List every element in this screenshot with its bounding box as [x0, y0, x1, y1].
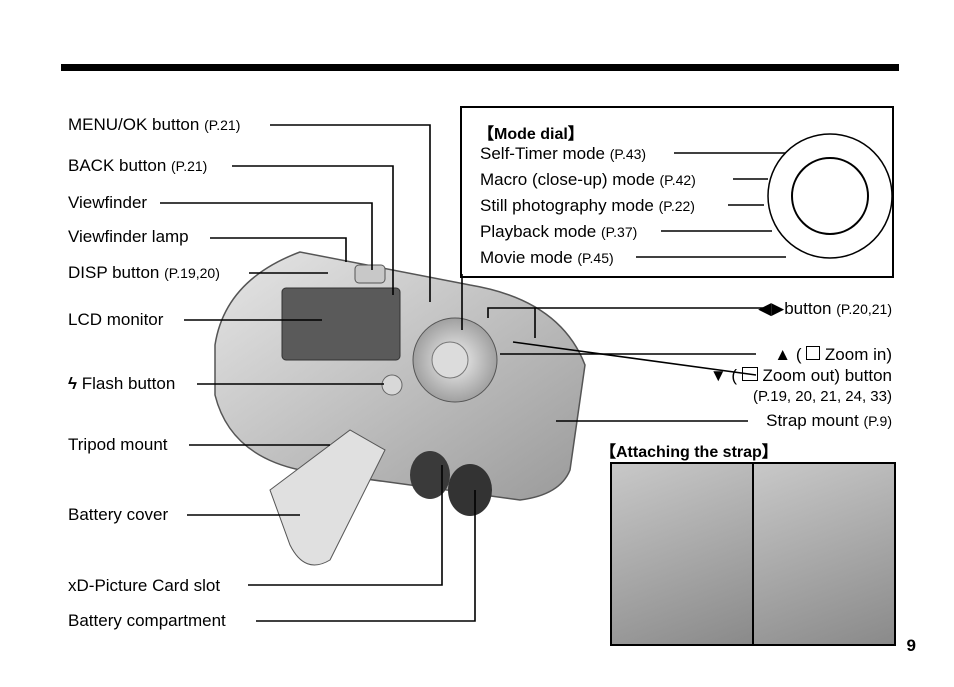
battery-compartment-label: Battery compartment: [68, 611, 226, 630]
battery-compartment-graphic: [448, 464, 492, 516]
zoom-ref: (P.19, 20, 21, 24, 33): [753, 388, 892, 405]
header-rule: [61, 64, 899, 71]
flash-button-label: ϟ Flash button: [68, 374, 176, 393]
mode-dial-title: 【Mode dial】: [478, 126, 584, 143]
strap-photo-1: [612, 464, 752, 644]
menu-ok-label: MENU/OK button (P.21): [68, 115, 241, 134]
photo-divider: [752, 464, 754, 644]
down-arrow-icon: ▼: [709, 366, 727, 385]
disp-label: DISP button (P.19,20): [68, 263, 220, 282]
strap-photo-box: [610, 462, 896, 646]
strap-mount-label: Strap mount (P.9): [766, 411, 892, 430]
strap-title: 【Attaching the strap】: [600, 444, 778, 461]
viewfinder-lamp-label: Viewfinder lamp: [68, 227, 189, 246]
lcd-monitor-label: LCD monitor: [68, 310, 164, 329]
playback-label: Playback mode (P.37): [480, 222, 638, 241]
macro-label: Macro (close-up) mode (P.42): [480, 170, 696, 189]
left-right-arrows-icon: ◀▶: [758, 299, 785, 318]
camera-body: [214, 251, 586, 501]
tele-icon: [806, 346, 821, 360]
up-arrow-icon: ▲: [774, 345, 792, 364]
self-timer-label: Self-Timer mode (P.43): [480, 144, 647, 163]
mode-dial-graphic: [767, 133, 893, 259]
zoom-out-label: ▼ ( Zoom out) button: [709, 366, 892, 385]
viewfinder-label: Viewfinder: [68, 193, 148, 212]
movie-label: Movie mode (P.45): [480, 248, 614, 267]
battery-cover-label: Battery cover: [68, 505, 169, 524]
viewfinder-graphic: [354, 264, 386, 284]
xd-card-slot-label: xD-Picture Card slot: [68, 576, 221, 595]
zoom-in-label: ▲ ( Zoom in): [774, 345, 892, 364]
back-label: BACK button (P.21): [68, 156, 208, 175]
tripod-mount-label: Tripod mount: [68, 435, 168, 454]
flash-icon: ϟ: [68, 374, 77, 393]
flash-button-graphic: [381, 374, 403, 396]
still-photo-label: Still photography mode (P.22): [480, 196, 695, 215]
wide-icon: [741, 367, 758, 381]
mode-dial-box: [460, 106, 894, 278]
strap-photo-2: [754, 464, 894, 644]
battery-cover-graphic: [269, 429, 386, 566]
lcd-screen: [281, 287, 401, 361]
page-number: 9: [906, 636, 916, 655]
lr-button-label: ◀▶button (P.20,21): [758, 299, 892, 318]
